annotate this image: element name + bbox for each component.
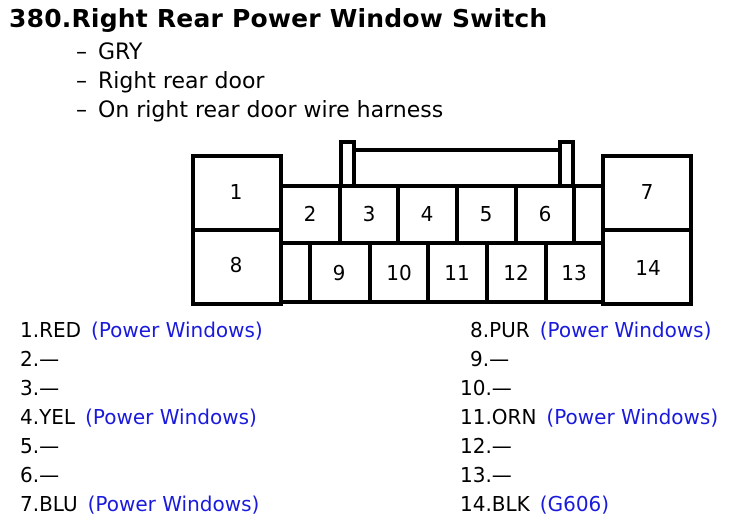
pin-entry: 12.— — [460, 434, 512, 458]
pin-entry: 10.— — [460, 376, 512, 400]
pin-entry: 13.— — [460, 463, 512, 487]
pin-entry: 1.RED(Power Windows) — [20, 318, 263, 342]
pin-entry: 14.BLK(G606) — [460, 492, 610, 516]
cell-9: 9 — [333, 261, 346, 285]
description-line-location: –Right rear door — [76, 69, 265, 94]
cell-14: 14 — [635, 256, 660, 280]
cell-2: 2 — [304, 202, 317, 226]
cell-4: 4 — [421, 202, 434, 226]
pin-entry: 6.— — [20, 463, 60, 487]
pin-entry: 2.— — [20, 347, 60, 371]
description-line-harness: –On right rear door wire harness — [76, 98, 444, 123]
connector-pin-labels: 1 2 3 4 5 6 7 8 9 10 11 12 13 14 — [230, 180, 661, 285]
pin-entry: 5.— — [20, 434, 60, 458]
cell-6: 6 — [539, 202, 552, 226]
pin-entry: 7.BLU(Power Windows) — [20, 492, 260, 516]
page-title: 380.Right Rear Power Window Switch — [9, 4, 548, 33]
pin-entry: 4.YEL(Power Windows) — [20, 405, 257, 429]
pin-entry: 8.PUR(Power Windows) — [470, 318, 712, 342]
pin-entry: 9.— — [470, 347, 510, 371]
description-line-color: –GRY — [76, 40, 143, 65]
cell-12: 12 — [503, 261, 528, 285]
pin-entry: 3.— — [20, 376, 60, 400]
cell-7: 7 — [641, 180, 654, 204]
connector-diagram: 1 2 3 4 5 6 7 8 9 10 11 12 13 14 — [191, 140, 693, 306]
cell-10: 10 — [386, 261, 411, 285]
cell-3: 3 — [363, 202, 376, 226]
cell-5: 5 — [480, 202, 493, 226]
cell-11: 11 — [444, 261, 469, 285]
cell-13: 13 — [561, 261, 586, 285]
cell-8: 8 — [230, 253, 243, 277]
cell-1: 1 — [230, 180, 243, 204]
connector-outline — [191, 140, 693, 306]
pin-entry: 11.ORN(Power Windows) — [460, 405, 719, 429]
